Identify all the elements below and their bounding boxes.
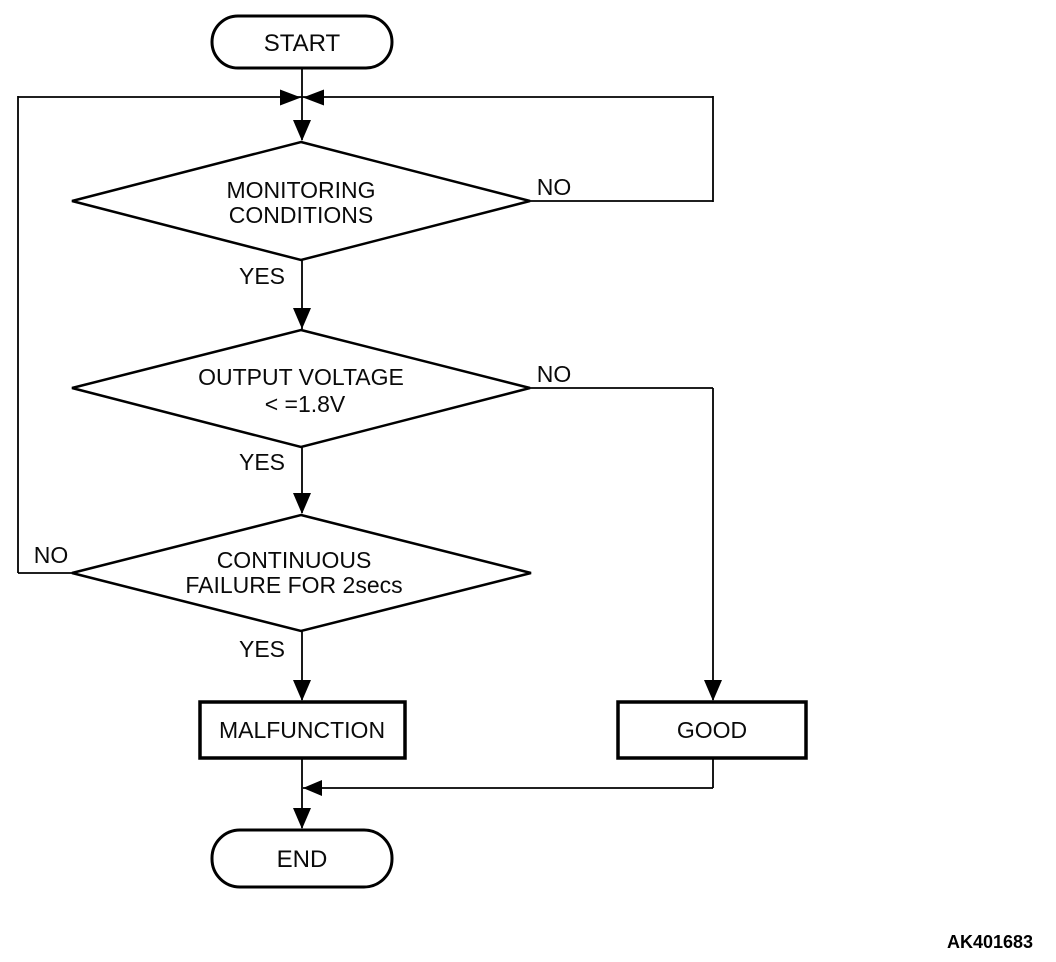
- start-terminator-shape: [210, 14, 394, 70]
- arrow-down-icon: [293, 308, 311, 329]
- branch-label-no-voltage: NO: [537, 361, 572, 387]
- good-rect-shape: [616, 700, 808, 760]
- decision-monitoring-conditions: MONITORING CONDITIONS: [71, 140, 531, 262]
- failure-diamond-shape: [71, 513, 532, 633]
- voltage-label-line2: < =1.8V: [265, 391, 346, 417]
- branch-label-yes-monitoring: YES: [239, 263, 285, 289]
- figure-code: AK401683: [947, 932, 1033, 952]
- decision-continuous-failure: CONTINUOUS FAILURE FOR 2secs: [71, 513, 532, 633]
- branch-label-yes-voltage: YES: [239, 449, 285, 475]
- decision-output-voltage: OUTPUT VOLTAGE < =1.8V: [71, 328, 531, 449]
- branch-label-no-monitoring: NO: [537, 174, 572, 200]
- malfunction-rect-shape: [198, 700, 407, 760]
- arrow-left-icon: [303, 89, 324, 106]
- good-label: GOOD: [677, 717, 747, 743]
- end-node: END: [210, 828, 394, 889]
- arrow-down-icon: [293, 808, 311, 829]
- start-label: START: [264, 30, 341, 57]
- monitoring-label-line2: CONDITIONS: [229, 202, 373, 228]
- branch-label-yes-failure: YES: [239, 636, 285, 662]
- arrow-down-icon: [293, 493, 311, 514]
- arrow-left-icon: [303, 780, 322, 796]
- arrow-down-icon: [293, 680, 311, 701]
- malfunction-node: MALFUNCTION: [198, 700, 407, 760]
- failure-label-line2: FAILURE FOR 2secs: [185, 572, 402, 598]
- voltage-label-line1: OUTPUT VOLTAGE: [198, 364, 404, 390]
- arrow-down-icon: [293, 120, 311, 141]
- good-node: GOOD: [616, 700, 808, 760]
- arrow-down-icon: [704, 680, 722, 701]
- monitoring-diamond-shape: [71, 140, 531, 262]
- branch-label-no-failure: NO: [34, 542, 69, 568]
- arrow-right-icon: [280, 89, 301, 106]
- end-terminator-shape: [210, 828, 394, 889]
- voltage-diamond-shape: [71, 328, 531, 449]
- end-label: END: [277, 846, 328, 873]
- start-node: START: [210, 14, 394, 70]
- monitoring-label-line1: MONITORING: [226, 177, 375, 203]
- malfunction-label: MALFUNCTION: [219, 717, 385, 743]
- failure-label-line1: CONTINUOUS: [217, 547, 372, 573]
